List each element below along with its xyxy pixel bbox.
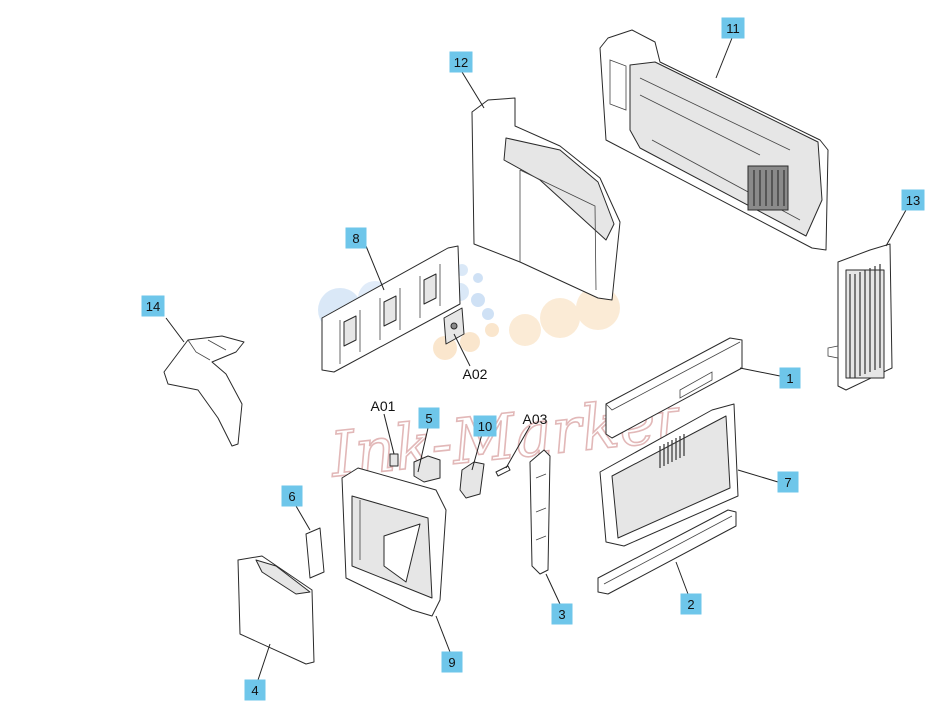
leader-6 bbox=[295, 505, 311, 531]
callout-2: 2 bbox=[680, 593, 702, 615]
callouts: 1 2 3 4 5 6 7 8 bbox=[141, 17, 925, 701]
svg-text:1: 1 bbox=[786, 371, 793, 386]
ref-a02: A02 bbox=[463, 366, 488, 382]
callout-1: 1 bbox=[779, 367, 801, 389]
part-11-top-cover bbox=[599, 29, 829, 251]
leader-a02 bbox=[453, 333, 471, 367]
callout-9: 9 bbox=[441, 651, 463, 673]
leader-4 bbox=[257, 643, 271, 681]
part-3-vertical-strip bbox=[529, 449, 551, 575]
svg-text:14: 14 bbox=[146, 299, 160, 314]
callout-7: 7 bbox=[777, 471, 799, 493]
svg-text:3: 3 bbox=[558, 607, 565, 622]
ref-a01: A01 bbox=[371, 398, 396, 414]
part-12-side-cover bbox=[471, 97, 621, 301]
svg-text:7: 7 bbox=[784, 475, 791, 490]
callout-5: 5 bbox=[418, 407, 440, 429]
part-a03-screw bbox=[495, 465, 511, 477]
leader-10 bbox=[471, 433, 483, 471]
svg-text:5: 5 bbox=[425, 411, 432, 426]
leader-a03 bbox=[505, 425, 531, 469]
part-14-bracket bbox=[163, 335, 245, 447]
reference-labels: A01 A02 A03 bbox=[371, 366, 548, 427]
leader-a01 bbox=[383, 413, 395, 455]
svg-text:8: 8 bbox=[352, 231, 359, 246]
part-5-latch bbox=[413, 455, 441, 483]
callout-8: 8 bbox=[345, 227, 367, 249]
leader-7 bbox=[737, 469, 779, 483]
callout-4: 4 bbox=[244, 679, 266, 701]
leader-11 bbox=[715, 37, 733, 79]
leader-3 bbox=[545, 573, 561, 605]
svg-text:11: 11 bbox=[726, 21, 740, 36]
leader-lines bbox=[165, 37, 907, 681]
part-6-label bbox=[305, 527, 325, 579]
ref-a03: A03 bbox=[523, 411, 548, 427]
callout-12: 12 bbox=[449, 51, 473, 73]
part-a02-board bbox=[443, 307, 465, 345]
part-9-front-cover bbox=[341, 467, 447, 617]
part-2-bottom-rail bbox=[597, 509, 737, 595]
callout-3: 3 bbox=[551, 603, 573, 625]
leader-1 bbox=[739, 367, 781, 377]
leader-2 bbox=[675, 561, 689, 595]
leader-5 bbox=[417, 427, 429, 473]
part-7-panel bbox=[599, 403, 739, 547]
svg-text:4: 4 bbox=[251, 683, 258, 698]
callout-11: 11 bbox=[721, 17, 745, 39]
part-4-door bbox=[237, 555, 315, 665]
leader-8 bbox=[365, 245, 385, 291]
callout-6: 6 bbox=[281, 485, 303, 507]
callout-14: 14 bbox=[141, 295, 165, 317]
part-8-internal-frame bbox=[321, 245, 461, 373]
svg-text:10: 10 bbox=[478, 419, 492, 434]
svg-text:12: 12 bbox=[454, 55, 468, 70]
callout-13: 13 bbox=[901, 189, 925, 211]
part-13-vent-panel bbox=[827, 243, 893, 391]
svg-text:2: 2 bbox=[687, 597, 694, 612]
svg-text:6: 6 bbox=[288, 489, 295, 504]
leader-9 bbox=[435, 615, 451, 653]
svg-text:13: 13 bbox=[906, 193, 920, 208]
leader-13 bbox=[885, 209, 907, 247]
leader-12 bbox=[461, 71, 485, 109]
svg-text:9: 9 bbox=[448, 655, 455, 670]
leader-14 bbox=[165, 317, 185, 343]
callout-10: 10 bbox=[473, 415, 497, 437]
part-a01-spring bbox=[389, 453, 399, 467]
